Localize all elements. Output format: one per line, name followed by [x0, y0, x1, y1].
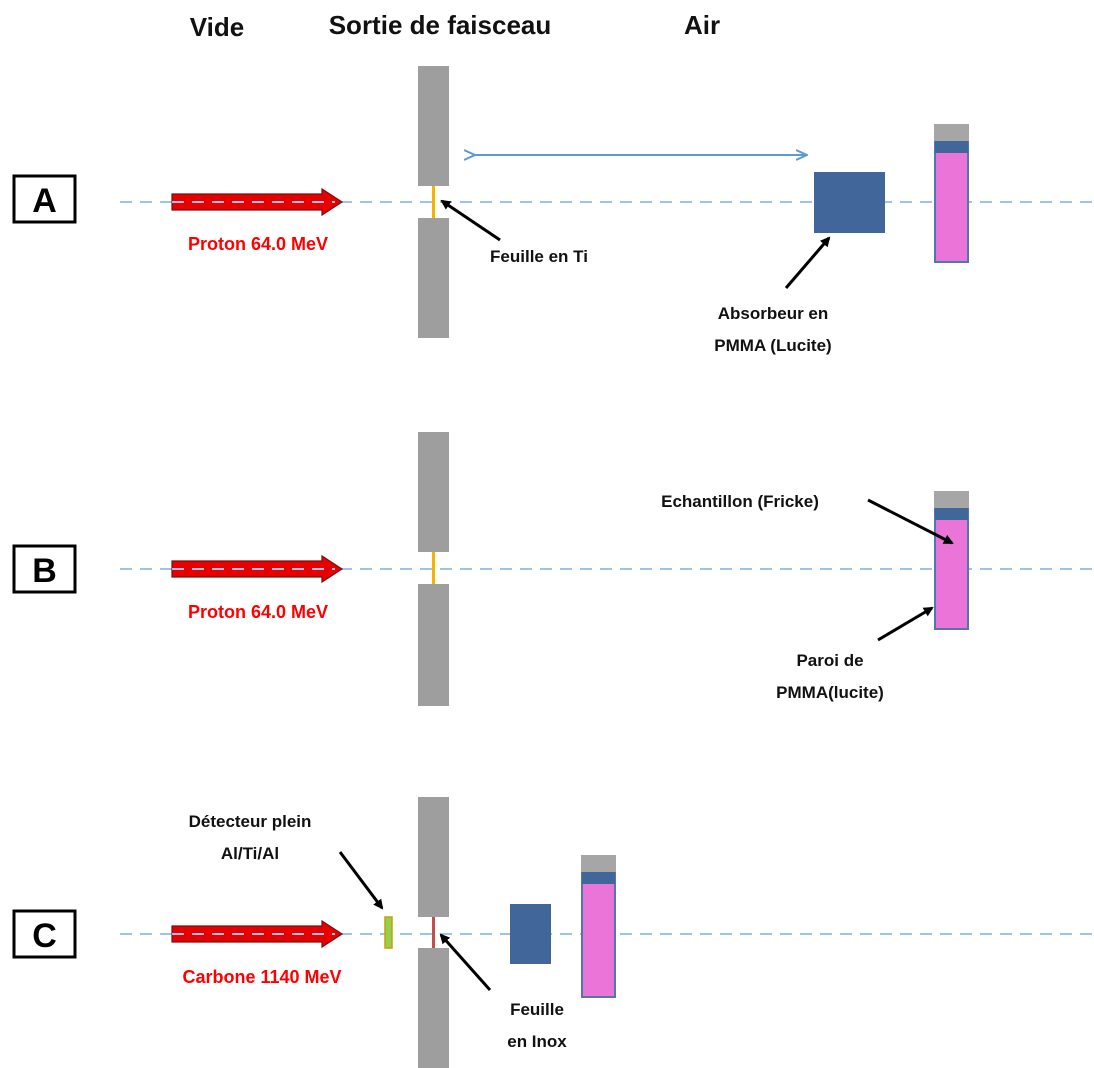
panel-c-detector-pointer — [338, 851, 384, 910]
panel-a-absorber — [814, 172, 885, 233]
panel-a-letter-box — [12, 174, 77, 224]
panel-c-vial-band — [582, 872, 615, 884]
panel-b-vial-band — [935, 508, 968, 520]
panel-b: B Proton 64.0 MeV Echantillon (Fricke) P… — [12, 432, 1094, 706]
panel-a-window-lower — [418, 218, 449, 338]
panel-c-letter-box — [12, 909, 77, 959]
panel-a-vial-cap — [934, 124, 969, 141]
panel-a-letter: A — [32, 182, 57, 220]
panel-c-foil-label-line2: en Inox — [507, 1032, 567, 1051]
panel-a-foil-label: Feuille en Ti — [490, 247, 588, 266]
panel-a-absorber-label-line2: PMMA (Lucite) — [714, 336, 831, 355]
panel-c-letter: C — [32, 917, 57, 955]
panel-c-detector-label-line1: Détecteur plein — [189, 812, 312, 831]
panel-a-ti-foil — [432, 186, 435, 218]
panel-c-window-lower — [418, 948, 449, 1068]
panel-b-sample-pointer — [867, 498, 954, 545]
panel-a-beam-label: Proton 64.0 MeV — [188, 234, 328, 254]
panel-c-foil-pointer — [439, 933, 492, 991]
header-beam-exit: Sortie de faisceau — [329, 10, 552, 40]
panel-a-sample-vial — [934, 124, 969, 263]
panel-c-detector — [384, 916, 393, 949]
panel-a-window-upper — [418, 66, 449, 186]
panel-b-vial-cap — [934, 491, 969, 508]
panel-c-absorber — [510, 904, 551, 964]
panel-b-wall-pointer — [877, 606, 934, 642]
panel-b-vial-body — [934, 506, 969, 630]
panel-b-wall-label-line2: PMMA(lucite) — [776, 683, 884, 702]
panel-b-beam-label: Proton 64.0 MeV — [188, 602, 328, 622]
panel-c: C Carbone 1140 MeV Détecteur plein Al/Ti… — [12, 797, 1094, 1068]
panel-b-letter: B — [32, 552, 57, 590]
panel-c-sample-vial — [581, 855, 616, 998]
panel-a: A Proton 64.0 MeV Feuille en Ti Absorbeu… — [12, 66, 1094, 355]
panel-c-detector-label-line2: Al/Ti/Al — [221, 844, 279, 863]
panel-c-steel-foil — [432, 917, 435, 948]
panel-a-vial-band — [935, 141, 968, 153]
panel-b-wall-label-line1: Paroi de — [796, 651, 863, 670]
header-air: Air — [684, 10, 720, 40]
panel-b-window-upper — [418, 432, 449, 552]
panel-c-vial-body — [581, 871, 616, 998]
header-vacuum: Vide — [190, 12, 244, 42]
panel-c-vial-cap — [581, 855, 616, 872]
panel-b-window-lower — [418, 584, 449, 706]
panel-c-beam-label: Carbone 1140 MeV — [182, 967, 341, 987]
panel-c-window-upper — [418, 797, 449, 917]
panel-b-sample-label: Echantillon (Fricke) — [661, 492, 819, 511]
panel-a-absorber-label-line1: Absorbeur en — [718, 304, 829, 323]
panel-a-absorber-pointer — [784, 236, 831, 289]
panel-c-foil-label-line1: Feuille — [510, 1000, 564, 1019]
panel-b-ti-foil — [432, 552, 435, 584]
panel-b-letter-box — [12, 544, 77, 594]
panel-b-sample-vial — [934, 491, 969, 630]
panel-a-foil-pointer — [440, 199, 501, 242]
panel-a-vial-body — [934, 139, 969, 263]
